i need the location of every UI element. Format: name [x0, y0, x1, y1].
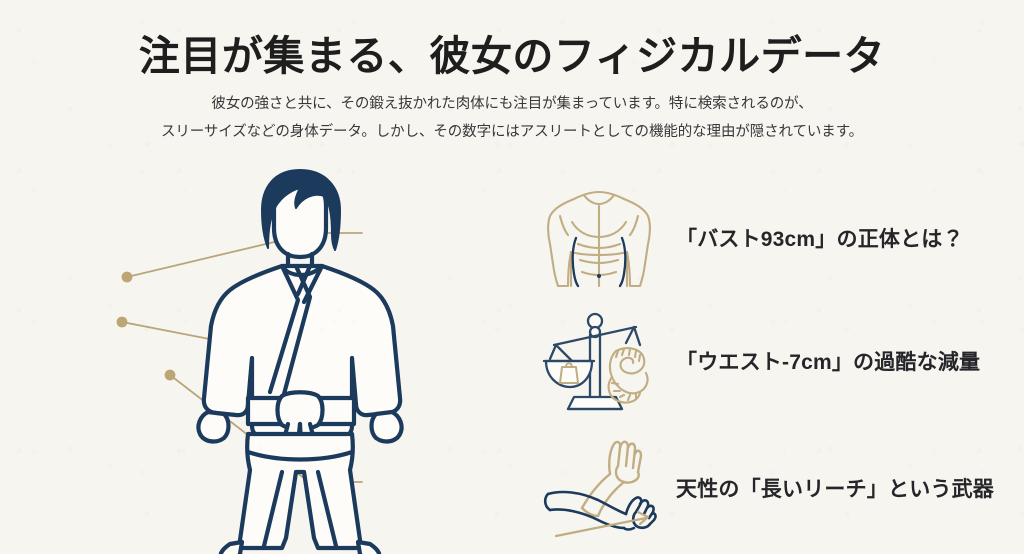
judoka-trousers [237, 431, 363, 551]
judoka-trouser-crease-right [315, 469, 339, 549]
judoka-lapel-right [301, 263, 325, 305]
judoka-lapel-right-inner [295, 263, 313, 297]
judoka-belt-knot [275, 390, 325, 431]
callout-label-reach: 天性の「長いリーチ」という武器 [676, 478, 994, 501]
connector-dot-reach [164, 369, 176, 381]
judoka-foot-left [218, 539, 245, 554]
infographic-stage: 「バスト93cm」の正体とは？ [0, 150, 1024, 554]
callout-row-waist: 「ウエスト-7cm」の過酷な減量 [540, 305, 980, 417]
lede-paragraph: 彼女の強さと共に、その鍛え抜かれた肉体にも注目が集まっています。特に検索されるの… [0, 90, 1024, 147]
callout-label-waist: 「ウエスト-7cm」の過酷な減量 [676, 351, 981, 374]
page-title: 注目が集まる、彼女のフィジカルデータ [138, 33, 886, 79]
judoka-trouser-crease-left [261, 469, 285, 549]
balance-scale-tape-icon [540, 305, 658, 417]
connector-dot-waist [116, 316, 128, 328]
judoka-figure [196, 169, 404, 554]
judoka-trouser-waistband [245, 449, 355, 462]
judoka-collar [279, 263, 325, 278]
arm-reach-icon [540, 432, 658, 544]
judoka-hand-right [369, 409, 404, 444]
connector-dot-bust [121, 271, 133, 283]
judoka-foot-right [355, 539, 382, 554]
callout-label-bust: 「バスト93cm」の正体とは？ [676, 228, 964, 251]
callout-row-bust: 「バスト93cm」の正体とは？ [540, 182, 964, 294]
callout-row-reach: 天性の「長いリーチ」という武器 [540, 432, 994, 544]
torso-muscle-icon [540, 182, 658, 294]
lede-line-1: 彼女の強さと共に、その鍛え抜かれた肉体にも注目が集まっています。特に検索されるの… [211, 96, 813, 112]
connector-dots [116, 271, 176, 381]
judoka-hair [261, 169, 341, 251]
lede-line-2: スリーサイズなどの身体データ。しかし、その数字にはアスリートとしての機能的な理由… [160, 124, 864, 141]
judoka-lapel-left [267, 263, 301, 395]
judoka-hand-left [196, 409, 231, 444]
